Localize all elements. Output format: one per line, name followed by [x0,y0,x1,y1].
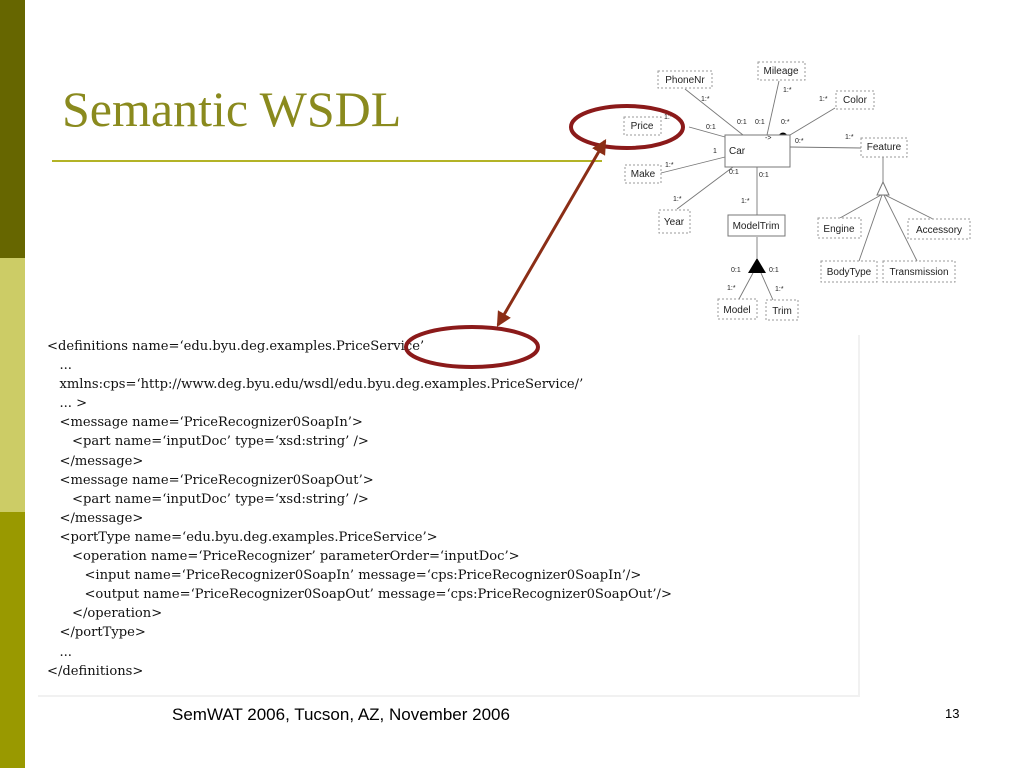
footer-text: SemWAT 2006, Tucson, AZ, November 2006 [172,705,510,724]
card-year-end: 1:* [673,196,682,203]
card-trim-end: 1:* [775,286,784,293]
entity-model: Model [723,305,750,316]
edge-price-car [688,126,726,138]
entity-car-box [724,134,791,168]
code-line: ... [47,644,72,660]
wsdl-code-block: <definitions name=‘edu.byu.deg.examples.… [38,335,860,697]
entity-transmission-box [882,260,956,283]
entity-color-box [835,90,875,110]
card-make-end: 1:* [665,162,674,169]
card-mileage-car: 0:1 [755,119,765,126]
card-arrow: -> [765,135,771,142]
code-line: </portType> [47,625,146,641]
entity-model-box [717,298,758,320]
card-feature-end: 1:* [845,134,854,141]
edge-phonenr-car [684,88,744,136]
entity-phonenr-box [657,70,713,89]
entity-feature-box [860,137,908,158]
wsdl-code: <definitions name=‘edu.byu.deg.examples.… [38,335,860,681]
entity-year-box [658,209,691,234]
code-line: <message name=‘PriceRecognizer0SoapOut’> [47,472,374,488]
code-line: </operation> [47,606,163,622]
edge-car-feature [789,146,862,149]
edge-triangle-accessory [884,194,934,220]
card-phonenr-car: 0:1 [737,119,747,126]
aggregation-triangle-modeltrim [748,258,766,273]
entity-transmission: Transmission [889,267,948,278]
link-arrow [496,139,607,327]
entity-bodytype-box [820,260,878,283]
entity-bodytype: BodyType [827,267,872,278]
slide-title: Semantic WSDL [62,81,402,137]
entity-color: Color [843,95,868,106]
title-underline [52,160,602,162]
code-line: xmlns:cps=‘http://www.deg.byu.edu/wsdl/e… [47,377,584,393]
slide-number: 13 [945,706,960,721]
card-feature-car: 0:* [795,138,804,145]
code-line: </definitions> [47,663,144,679]
entity-modeltrim: ModelTrim [733,221,780,232]
code-line: ... > [47,396,88,412]
code-line: <portType name=‘edu.byu.deg.examples.Pri… [47,529,438,545]
entity-mileage-box [757,61,806,81]
edge-triangle-engine [839,194,882,219]
edge-triangle-transmission [883,194,918,262]
card-color-end: 1:* [819,96,828,103]
code-line: <operation name=‘PriceRecognizer’ parame… [47,549,520,565]
entity-feature: Feature [867,142,902,153]
entity-mileage: Mileage [763,66,798,77]
entity-make-box [624,164,662,184]
edge-triangle-trim [760,272,774,301]
card-model-tri: 0:1 [731,267,741,274]
card-make-car: 1 [713,148,717,155]
entity-car: Car [729,146,746,157]
card-price-car: 0:1 [706,124,716,131]
card-mileage-end: 1:* [783,87,792,94]
code-line: </message> [47,510,144,526]
card-price-end: 1:* [664,114,673,121]
entity-engine: Engine [823,224,855,235]
card-modeltrim-end: 1:* [741,198,750,205]
left-bar-middle [0,258,25,512]
code-line: <message name=‘PriceRecognizer0SoapIn’> [47,415,363,431]
entity-price: Price [631,121,654,132]
edge-year-car [676,166,734,210]
entity-trim-box [765,299,799,321]
entity-modeltrim-box [727,214,786,237]
entity-accessory: Accessory [916,225,962,236]
code-line: <part name=‘inputDoc’ type=‘xsd:string’ … [47,434,369,450]
car-ontology-diagram: PhoneNr Mileage Color Price Car Feature … [623,61,971,321]
card-color-car: 0:* [781,119,790,126]
card-trim-tri: 0:1 [769,267,779,274]
code-line: ... [47,358,72,374]
entity-accessory-box [907,218,971,240]
code-line: <input name=‘PriceRecognizer0SoapIn’ mes… [47,568,642,584]
card-year-car: 0:1 [729,169,739,176]
entity-phonenr: PhoneNr [665,75,705,86]
left-bar-top [0,0,25,258]
code-line: <part name=‘inputDoc’ type=‘xsd:string’ … [47,491,369,507]
entity-make: Make [631,169,656,180]
entity-engine-box [817,217,862,239]
edge-mileage-car [766,80,780,136]
code-line: <output name=‘PriceRecognizer0SoapOut’ m… [47,587,672,603]
edge-triangle-model [738,272,754,300]
card-model-end: 1:* [727,285,736,292]
code-line: <definitions name=‘edu.byu.deg.examples.… [47,339,425,354]
card-modeltrim-car: 0:1 [759,172,769,179]
edge-color-car [789,107,836,136]
code-line: </message> [47,453,144,469]
generalization-triangle-feature [876,180,890,196]
card-phonenr-end: 1:* [701,96,710,103]
edge-make-car [660,156,726,174]
entity-trim: Trim [772,306,792,317]
entity-year: Year [664,217,685,228]
edge-triangle-bodytype [858,194,883,262]
left-bar-bottom [0,512,25,768]
